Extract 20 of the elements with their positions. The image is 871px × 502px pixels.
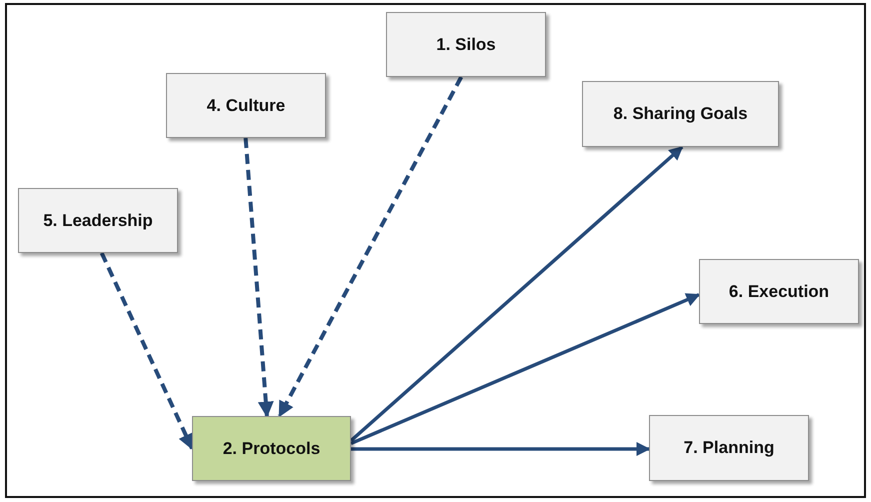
- arrow: [351, 442, 650, 456]
- node-label: 6. Execution: [728, 282, 830, 302]
- arrow: [244, 138, 274, 418]
- arrow: [350, 146, 684, 442]
- node-label: 5. Leadership: [43, 210, 153, 230]
- process-box: [166, 73, 326, 138]
- process-box: [699, 259, 859, 324]
- node-label: 8. Sharing Goals: [613, 104, 748, 124]
- process-box: [582, 81, 779, 147]
- arrow: [100, 252, 194, 450]
- node-label: 4. Culture: [206, 96, 286, 116]
- process-box: [18, 188, 178, 253]
- arrow: [350, 293, 700, 446]
- node-label: 2. Protocols: [222, 438, 320, 458]
- process-box: [192, 416, 351, 481]
- node-label: 1. Silos: [436, 34, 496, 54]
- node-label: 7. Planning: [684, 438, 774, 458]
- arrow: [278, 76, 463, 418]
- process-box: [649, 415, 809, 481]
- process-box: [386, 12, 546, 77]
